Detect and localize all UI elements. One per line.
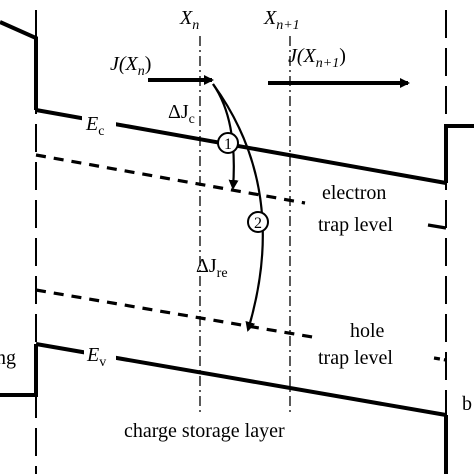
hole-trap-label-line1: hole (350, 320, 385, 342)
hole-trap-label-line2: trap level (318, 347, 393, 369)
conduction-band-right-block (444, 124, 474, 183)
conduction-band-left-block (0, 20, 38, 110)
delta-jc-label: ΔJc (168, 101, 195, 127)
current-label-jxn: J(Xn) (110, 53, 151, 79)
process-marker-1: 1 (217, 132, 239, 154)
left-region-label-cut: ng (0, 347, 16, 369)
electron-trap-level-line (35, 153, 306, 205)
process-marker-2: 2 (247, 211, 269, 233)
electron-trap-label-line1: electron (322, 182, 386, 204)
delta-jre-label: ΔJre (196, 255, 228, 281)
current-label-jxn1: J(Xn+1) (288, 45, 346, 71)
electron-trap-level-tail (427, 223, 447, 230)
charge-storage-label: charge storage layer (124, 420, 285, 442)
valence-band-left-block (0, 344, 38, 397)
recombination-arrow-2 (212, 83, 264, 332)
process-marker-1-text: 1 (224, 136, 232, 153)
electron-trap-label-line2: trap level (318, 214, 393, 236)
process-marker-2-text: 2 (254, 215, 262, 232)
ev-label-bg (84, 342, 116, 368)
charge-storage-label-bg (118, 416, 354, 444)
hole-trap-level-tail (433, 356, 447, 362)
ev-label: Ev (86, 344, 106, 370)
ec-label: Ec (85, 113, 104, 139)
ec-label-bg (82, 110, 116, 136)
xn1-label: Xn+1 (263, 7, 300, 33)
hole-trap-level-line (35, 288, 319, 340)
xn-label: Xn (179, 7, 199, 33)
right-region-label-cut: b (462, 393, 472, 415)
